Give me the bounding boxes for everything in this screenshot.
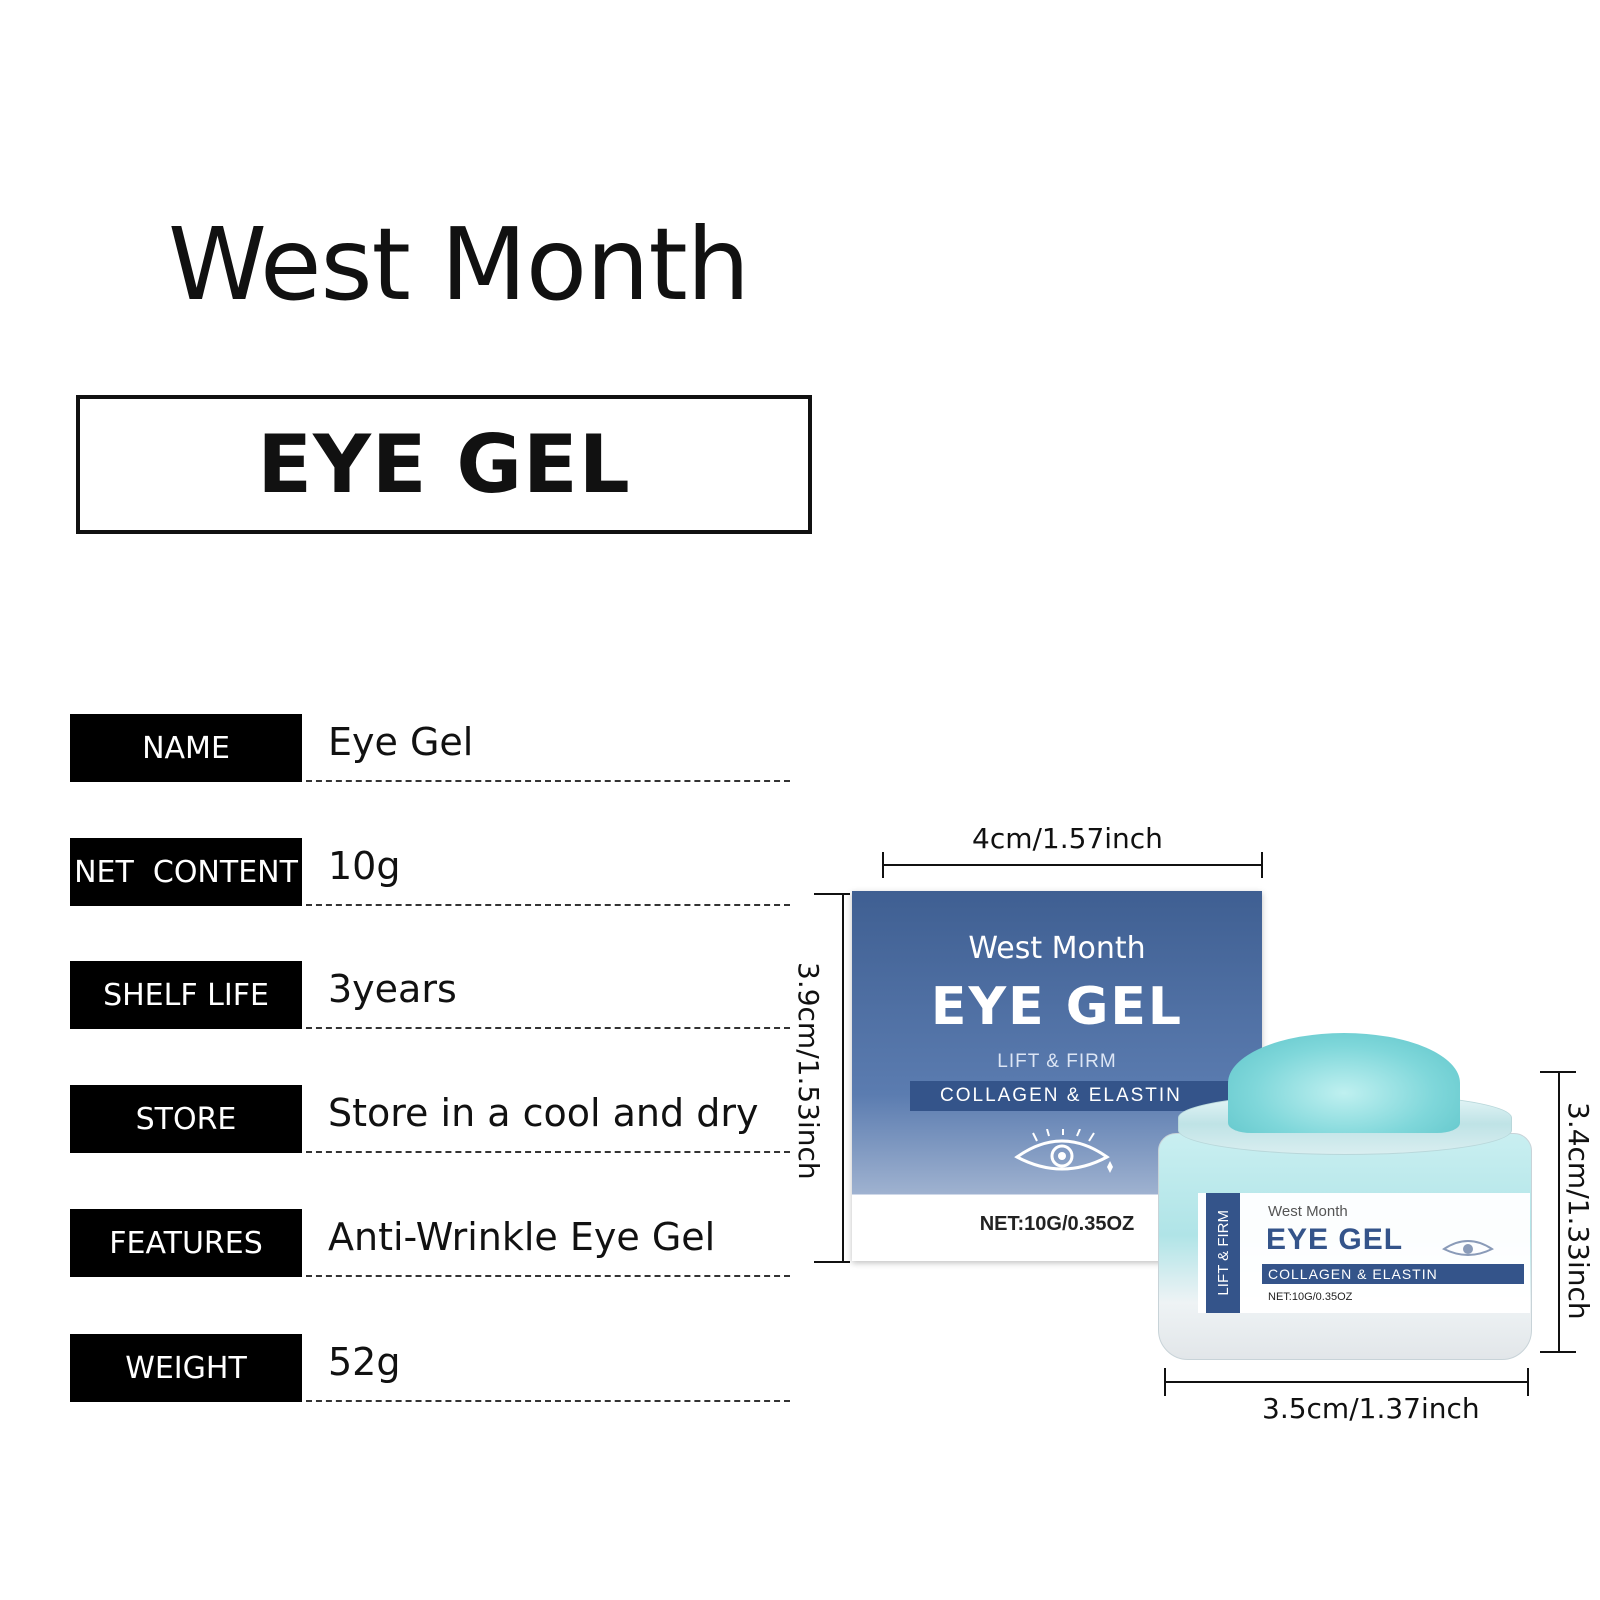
spec-label: FEATURES	[70, 1209, 302, 1277]
dashed-divider	[306, 904, 790, 906]
brand-name: West Month	[168, 206, 750, 323]
spec-label: STORE	[70, 1085, 302, 1153]
spec-row-weight: WEIGHT 52g	[70, 1334, 790, 1402]
spec-value: Anti-Wrinkle Eye Gel	[328, 1215, 716, 1259]
box-net-weight: NET:10G/0.35OZ	[979, 1213, 1135, 1235]
box-brand: West Month	[968, 931, 1146, 966]
box-subtitle: LIFT & FIRM	[997, 1051, 1117, 1072]
jar-height-tick-top	[1540, 1071, 1576, 1073]
jar-side-band: LIFT & FIRM	[1206, 1193, 1240, 1313]
jar-width-label: 3.5cm/1.37inch	[1262, 1392, 1480, 1425]
jar-width-tick-right	[1527, 1368, 1529, 1396]
spec-row-name: NAME Eye Gel	[70, 714, 790, 782]
spec-row-features: FEATURES Anti-Wrinkle Eye Gel	[70, 1209, 790, 1277]
spec-value: 10g	[328, 844, 401, 888]
jar-height-label: 3.4cm/1.33inch	[1562, 1102, 1595, 1320]
jar-brand: West Month	[1268, 1203, 1348, 1220]
dashed-divider	[306, 1400, 790, 1402]
spec-row-shelf-life: SHELF LIFE 3years	[70, 961, 790, 1029]
spec-row-net-content: NET CONTENT 10g	[70, 838, 790, 906]
box-height-line	[842, 893, 844, 1261]
spec-label: WEIGHT	[70, 1334, 302, 1402]
box-height-tick-bottom	[814, 1261, 850, 1263]
spec-label: SHELF LIFE	[70, 961, 302, 1029]
jar-band: COLLAGEN & ELASTIN	[1262, 1264, 1524, 1284]
jar-width-line	[1164, 1381, 1528, 1383]
eye-icon	[1007, 1128, 1117, 1184]
jar-net-weight: NET:10G/0.35OZ	[1268, 1291, 1353, 1303]
jar-eye-icon	[1440, 1235, 1496, 1266]
spec-value: Eye Gel	[328, 720, 474, 764]
dashed-divider	[306, 780, 790, 782]
jar-label	[1198, 1193, 1530, 1313]
product-jar: LIFT & FIRM West Month EYE GEL COLLAGEN …	[1158, 1033, 1532, 1363]
jar-width-tick-left	[1164, 1368, 1166, 1396]
spec-row-store: STORE Store in a cool and dry	[70, 1085, 790, 1153]
spec-value: 52g	[328, 1340, 401, 1384]
jar-height-line	[1558, 1071, 1560, 1351]
spec-value: Store in a cool and dry	[328, 1091, 759, 1135]
dashed-divider	[306, 1027, 790, 1029]
box-width-tick-right	[1261, 852, 1263, 878]
jar-title: EYE GEL	[1266, 1223, 1404, 1256]
gel-mound	[1228, 1033, 1460, 1133]
box-height-tick-top	[814, 893, 850, 895]
box-title: EYE GEL	[930, 977, 1184, 1037]
dashed-divider	[306, 1151, 790, 1153]
box-width-tick-left	[882, 852, 884, 878]
jar-side-band-text: LIFT & FIRM	[1214, 1210, 1232, 1296]
product-title-box: EYE GEL	[76, 395, 812, 534]
box-height-label: 3.9cm/1.53inch	[792, 962, 825, 1180]
spec-label: NAME	[70, 714, 302, 782]
box-width-label: 4cm/1.57inch	[972, 822, 1163, 855]
spec-label: NET CONTENT	[70, 838, 302, 906]
jar-height-tick-bottom	[1540, 1351, 1576, 1353]
product-title: EYE GEL	[257, 418, 631, 511]
spec-value: 3years	[328, 967, 457, 1011]
dashed-divider	[306, 1275, 790, 1277]
box-width-line	[882, 864, 1262, 866]
